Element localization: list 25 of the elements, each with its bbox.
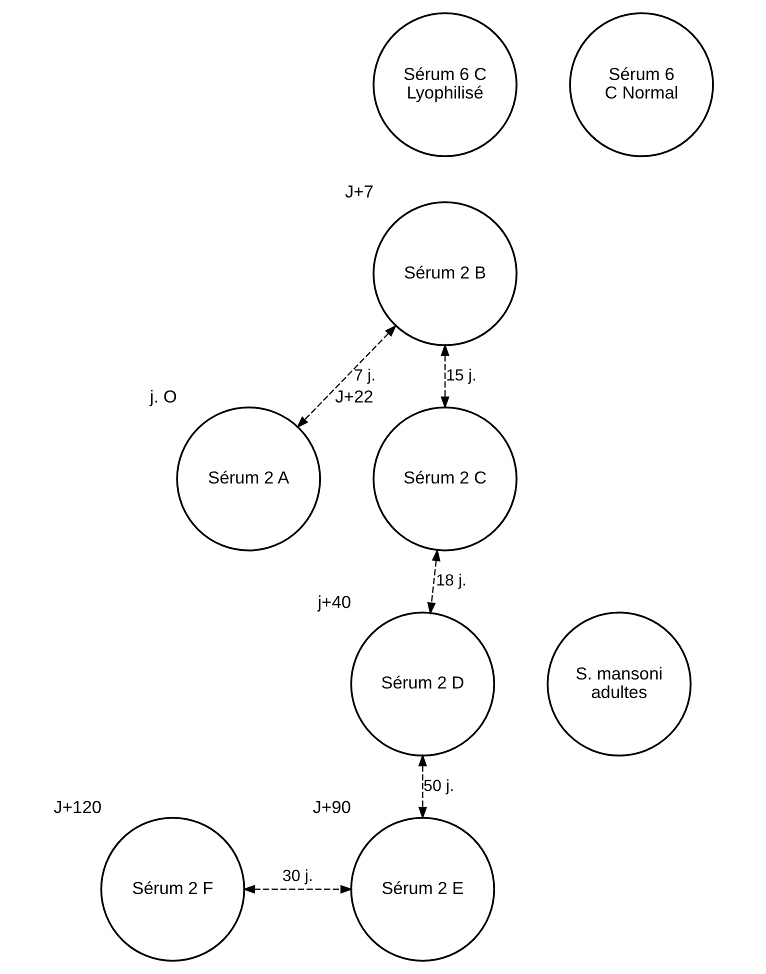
arrow <box>418 754 427 820</box>
arrow <box>426 548 440 615</box>
node-label: j. O <box>149 386 176 407</box>
node-circle: Sérum 2 D <box>350 612 495 757</box>
node-circle: Sérum 2 C <box>372 406 517 552</box>
node-circle: Sérum 2 A <box>176 406 321 552</box>
edge-label: 18 j. <box>435 572 466 590</box>
node-circle: Sérum 6 C Normal <box>568 12 714 158</box>
edge-label: 30 j. <box>282 867 312 886</box>
node-circle: Sérum 2 B <box>372 201 517 346</box>
node-label: J+120 <box>53 797 102 818</box>
node-label: J+22 <box>334 386 373 407</box>
node-circle: S. mansoni adultes <box>546 612 692 757</box>
node-label: J+7 <box>344 182 374 202</box>
node-circle: Sérum 2 E <box>350 816 495 962</box>
edge-label: 15 j. <box>445 366 476 385</box>
arrow <box>440 343 449 410</box>
node-label: j+40 <box>317 592 351 612</box>
edge-label: 50 j. <box>423 776 454 795</box>
arrow <box>296 324 396 428</box>
edge-label: 7 j. <box>354 366 376 385</box>
node-circle: Sérum 6 C Lyophilisé <box>372 12 517 158</box>
arrow <box>242 884 352 894</box>
node-circle: Sérum 2 F <box>100 816 245 962</box>
node-label: J+90 <box>312 797 350 818</box>
